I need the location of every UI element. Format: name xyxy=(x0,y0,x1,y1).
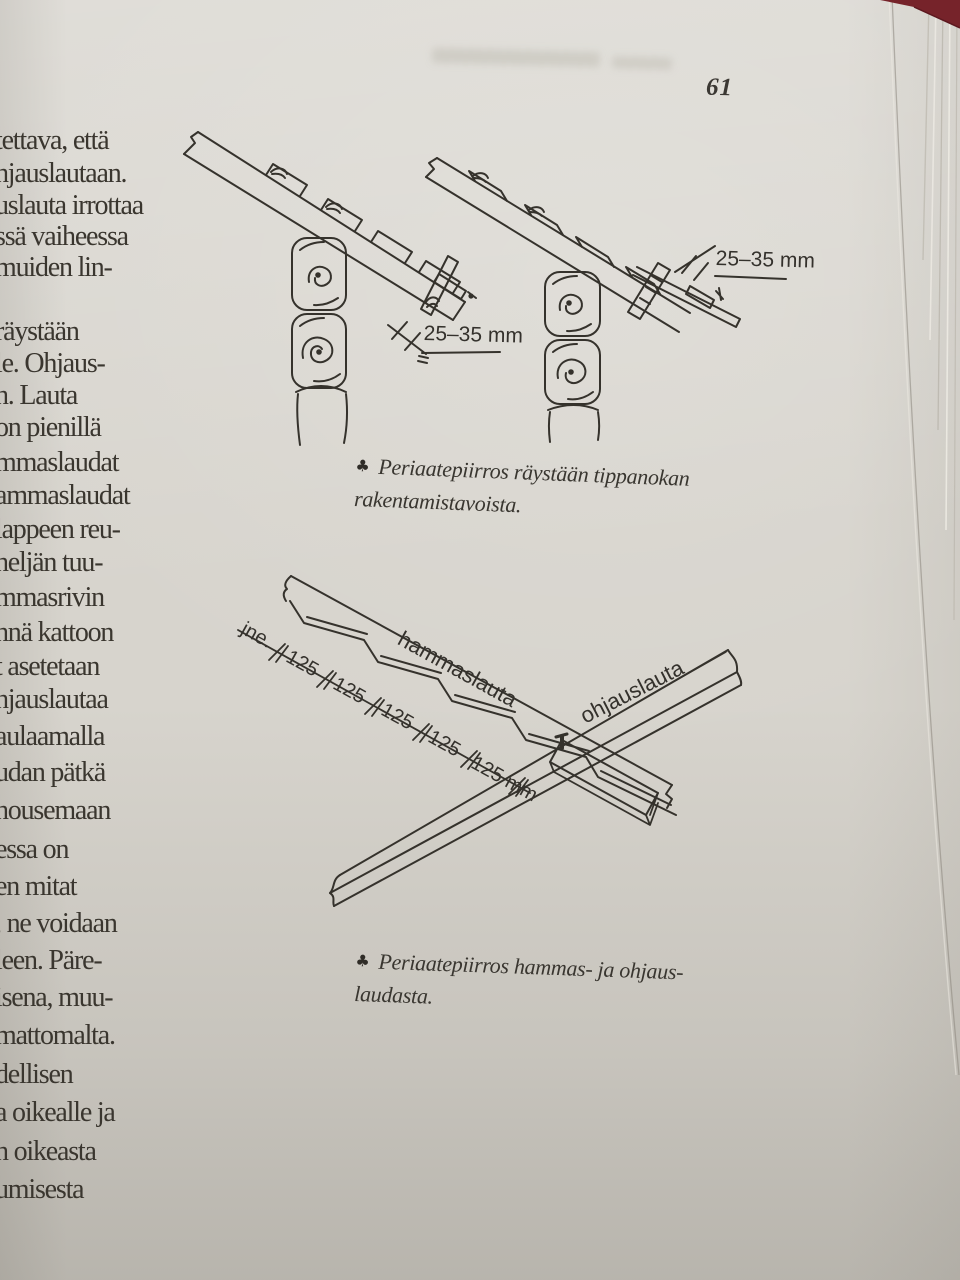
body-text-line: en mitat xyxy=(0,871,78,902)
page-crease-line xyxy=(891,0,960,1076)
book-cover-corner xyxy=(880,0,960,28)
body-text-line: le. Ohjaus- xyxy=(0,348,106,379)
book-cover-edge-line xyxy=(913,6,960,29)
figure2-boards-sketch xyxy=(237,575,743,907)
body-text-line: hjauslautaan. xyxy=(0,158,128,189)
body-text-line: mmasrivin xyxy=(0,582,105,613)
page-stack-edge xyxy=(945,0,951,531)
body-text-line: t asetetaan xyxy=(0,651,100,682)
body-text-line: a oikealle ja xyxy=(0,1097,116,1128)
body-text-line: nnä kattoon xyxy=(0,617,114,648)
body-text-line: isena, muu- xyxy=(0,982,114,1013)
body-text-line: leen. Päre- xyxy=(0,945,103,976)
page-stack-edge xyxy=(922,0,930,261)
body-text-line: mattomalta. xyxy=(0,1020,116,1051)
page-crease-highlight xyxy=(888,0,957,1076)
page-stack-edge xyxy=(929,0,937,341)
body-text-line: muiden lin- xyxy=(0,252,113,283)
body-text-line: ammaslaudat xyxy=(0,480,131,511)
body-text-line: udan pätkä xyxy=(0,757,106,788)
figure1-eave-sketch xyxy=(183,131,787,446)
body-text-line: n oikeasta xyxy=(0,1136,97,1167)
body-text-line: räystään xyxy=(0,316,80,347)
page-stack-edge xyxy=(937,0,944,431)
body-text-line: uslauta irrottaa xyxy=(0,190,144,221)
body-text-line: aulaamalla xyxy=(0,721,105,752)
body-text-line: tettava, että xyxy=(0,125,110,156)
body-text-line: ssä vaiheessa xyxy=(0,221,129,252)
page-stack-edge xyxy=(953,0,958,621)
body-text-line: on pienillä xyxy=(0,412,102,443)
body-text-line: mmaslaudat xyxy=(0,447,120,478)
body-text-line: essa on xyxy=(0,834,69,865)
body-text-line: neljän tuu- xyxy=(0,547,104,578)
body-text-line: , ne voidaan xyxy=(0,908,118,939)
body-text-line: n. Lauta xyxy=(0,380,78,411)
body-text-line: lappeen reu- xyxy=(0,514,121,545)
body-text-line: dellisen xyxy=(0,1059,74,1090)
body-text-line: nousemaan xyxy=(0,795,111,826)
body-text-line: umisesta xyxy=(0,1174,85,1205)
body-text-line: hjauslautaa xyxy=(0,684,109,715)
